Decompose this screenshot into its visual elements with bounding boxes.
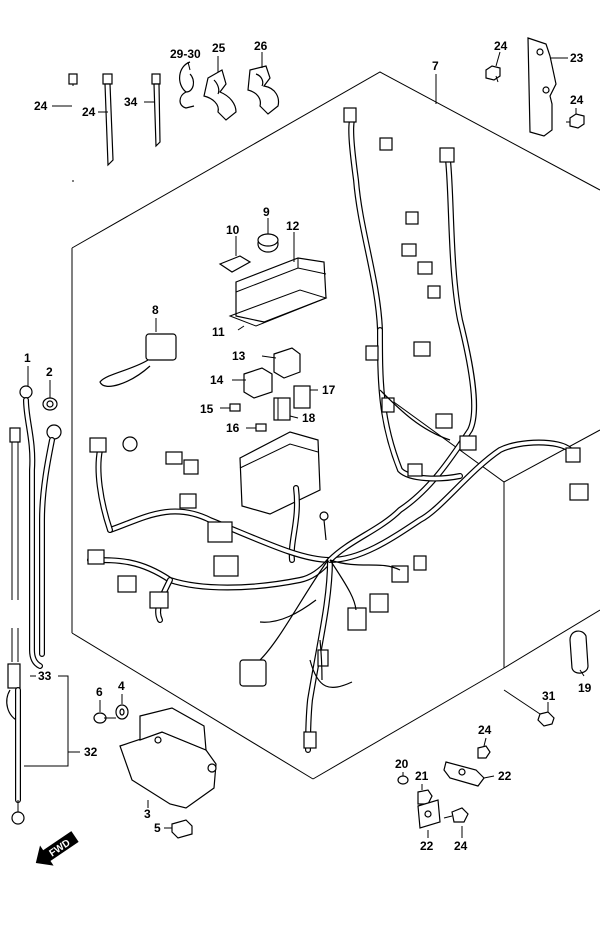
- clip-29-30: [179, 61, 195, 109]
- label-24-top: 24: [494, 39, 508, 53]
- label-22-lower: 22: [420, 839, 434, 853]
- label-33: 33: [38, 669, 52, 683]
- label-12: 12: [286, 219, 300, 233]
- harness-group-outline: [71, 71, 600, 780]
- label-16: 16: [226, 421, 240, 435]
- label-34: 34: [124, 95, 138, 109]
- label-5: 5: [154, 821, 161, 835]
- battery-cable-1: [19, 385, 43, 669]
- washer-20: [397, 775, 409, 785]
- cable-tie-28: [68, 73, 78, 182]
- label-26: 26: [254, 39, 268, 53]
- seal-11: [228, 289, 328, 327]
- screw-6: [93, 712, 116, 724]
- label-4: 4: [118, 679, 125, 693]
- cable-tie-34: [151, 73, 161, 148]
- bracket-22-upper: [443, 761, 485, 787]
- bracket-22-lower: [417, 799, 441, 829]
- label-31: 31: [542, 689, 556, 703]
- label-1: 1: [24, 351, 31, 365]
- label-23: 23: [570, 51, 584, 65]
- clamp-25: [203, 69, 237, 121]
- label-24-bracket: 24: [570, 93, 584, 107]
- relay-box: [239, 431, 321, 563]
- bolt-24-top: [485, 65, 501, 83]
- fuse-holder-18: [273, 397, 291, 421]
- bolt-24-lower: [443, 807, 469, 823]
- label-32: 32: [84, 745, 98, 759]
- relay-box-cover-12: [235, 257, 327, 323]
- relay-13: [273, 347, 301, 379]
- label-13: 13: [232, 349, 246, 363]
- main-harness-trunk: [87, 117, 573, 753]
- label-28: 24: [34, 99, 48, 113]
- label-10: 10: [226, 223, 240, 237]
- battery-cable-2: [39, 424, 62, 657]
- label-15: 15: [200, 402, 214, 416]
- bracket-3: [119, 707, 217, 809]
- grommet-9: [257, 233, 279, 253]
- cap-19: [569, 630, 589, 674]
- cap-8: [99, 333, 177, 387]
- label-9: 9: [263, 205, 270, 219]
- grommet-5: [171, 819, 193, 839]
- label-8: 8: [152, 303, 159, 317]
- label-14: 14: [210, 373, 224, 387]
- label-22-upper: 22: [498, 769, 512, 783]
- label-25: 25: [212, 41, 226, 55]
- fwd-direction-arrow: FWD: [35, 831, 79, 866]
- relay-14: [243, 367, 273, 399]
- label-18: 18: [302, 411, 316, 425]
- bolt-24-upper: [477, 745, 491, 759]
- label-6: 6: [96, 685, 103, 699]
- label-17: 17: [322, 383, 336, 397]
- bracket-23: [527, 37, 557, 137]
- bolt-24-bracket: [566, 113, 585, 129]
- label-19: 19: [578, 681, 592, 695]
- washer-4: [115, 704, 129, 720]
- label-24-lower: 24: [454, 839, 468, 853]
- fuse-15: [229, 403, 241, 412]
- harness-32: [6, 427, 25, 825]
- label-27: 24: [82, 105, 96, 119]
- part-labels: 24 24 34 29-30 25 26 7 24 23 24 9 10 12 …: [24, 39, 592, 853]
- label-3: 3: [144, 807, 151, 821]
- clip-10: [218, 255, 252, 273]
- fuse-17: [293, 385, 311, 409]
- harness-connectors: [87, 107, 589, 749]
- cable-end-2: [42, 397, 58, 411]
- label-7: 7: [432, 59, 439, 73]
- label-11: 11: [212, 325, 225, 339]
- label-24-mid: 24: [478, 723, 492, 737]
- leader-lines: [24, 51, 585, 838]
- grommet-21: [417, 789, 433, 805]
- fuse-16: [255, 423, 267, 432]
- clamp-26: [247, 65, 280, 115]
- label-21: 21: [415, 769, 429, 783]
- bolt-31: [503, 689, 555, 727]
- label-29-30: 29-30: [170, 47, 201, 61]
- label-20: 20: [395, 757, 409, 771]
- label-2: 2: [46, 365, 53, 379]
- cable-tie-27: [102, 73, 114, 167]
